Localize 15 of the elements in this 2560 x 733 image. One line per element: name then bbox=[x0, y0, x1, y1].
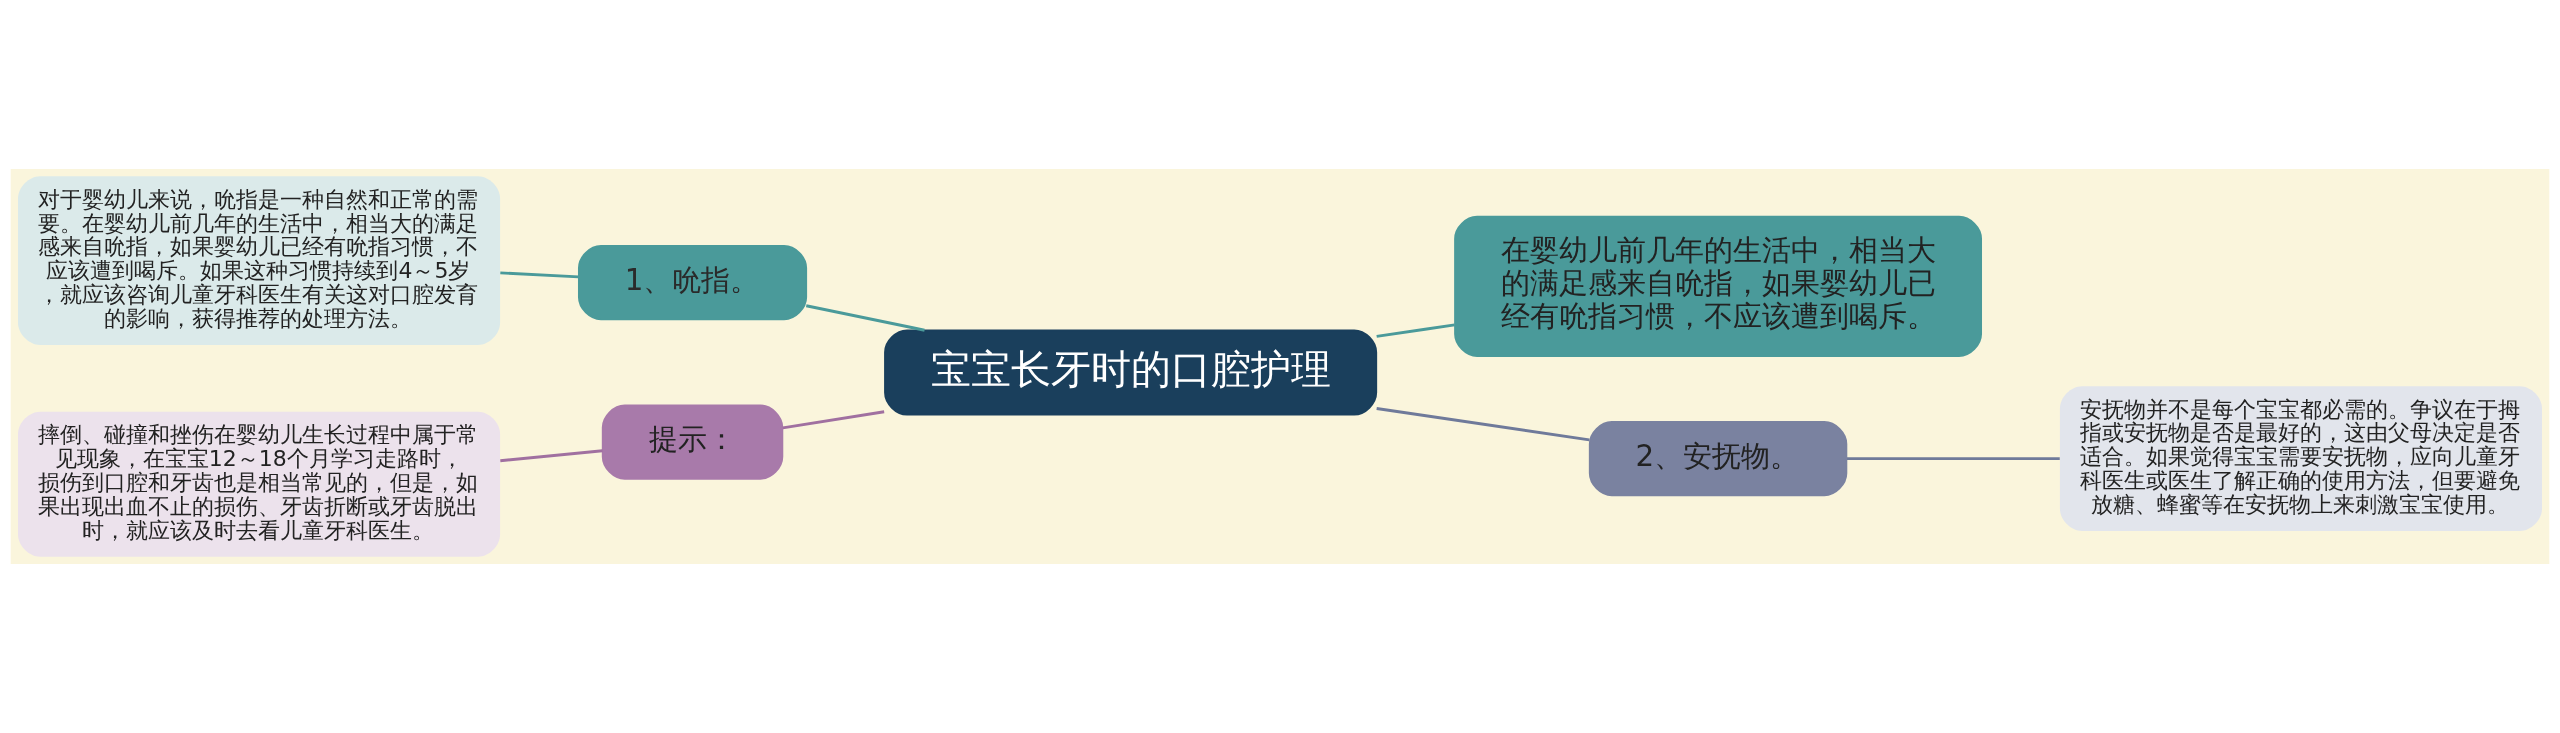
connector bbox=[1376, 323, 1455, 338]
connector bbox=[500, 271, 579, 279]
node-box: 在婴幼儿前几年的生活中，相当大的满足感来自吮指，如果婴幼儿已经有吮指习惯，不应该遭到喝斥。 bbox=[1454, 215, 1982, 357]
connector bbox=[1847, 457, 2060, 461]
node-box: 1、吮指。 bbox=[578, 245, 808, 321]
node-box: 提示： bbox=[601, 404, 784, 480]
node-box: 对于婴幼儿来说，吮指是一种自然和正常的需要。在婴幼儿前几年的生活中，相当大的满足感来自吮指，如果婴幼儿已经有吮指习惯，不应该遭到喝斥。如果这种习惯持续到4～5岁，就应该咨询儿童牙科医生有关这对口腔发育的影响，获得推荐的处理方法。 bbox=[18, 176, 501, 345]
connector bbox=[805, 304, 925, 332]
node-box: 2、安抚物。 bbox=[1588, 421, 1848, 497]
node-box: 摔倒、碰撞和挫伤在婴幼儿生长过程中属于常见现象，在宝宝12～18个月学习走路时，损伤到口腔和牙齿也是相当常见的，但是，如果出现出血不止的损伤、牙齿折断或牙齿脱出时，就应该及时去看儿童牙科医生。 bbox=[18, 411, 501, 557]
connector bbox=[1376, 407, 1590, 442]
connector bbox=[500, 449, 603, 463]
connector bbox=[782, 410, 885, 430]
node-box: 安抚物并不是每个宝宝都必需的。争议在于拇指或安抚物是否是最好的，这由父母决定是否适合。如果觉得宝宝需要安抚物，应向儿童牙科医生或医生了解正确的使用方法，但要避免放糖、蜂蜜等在安抚物上来刺激宝宝使用。 bbox=[2059, 386, 2542, 531]
node-box: 宝宝长牙时的口腔护理 bbox=[884, 329, 1378, 416]
